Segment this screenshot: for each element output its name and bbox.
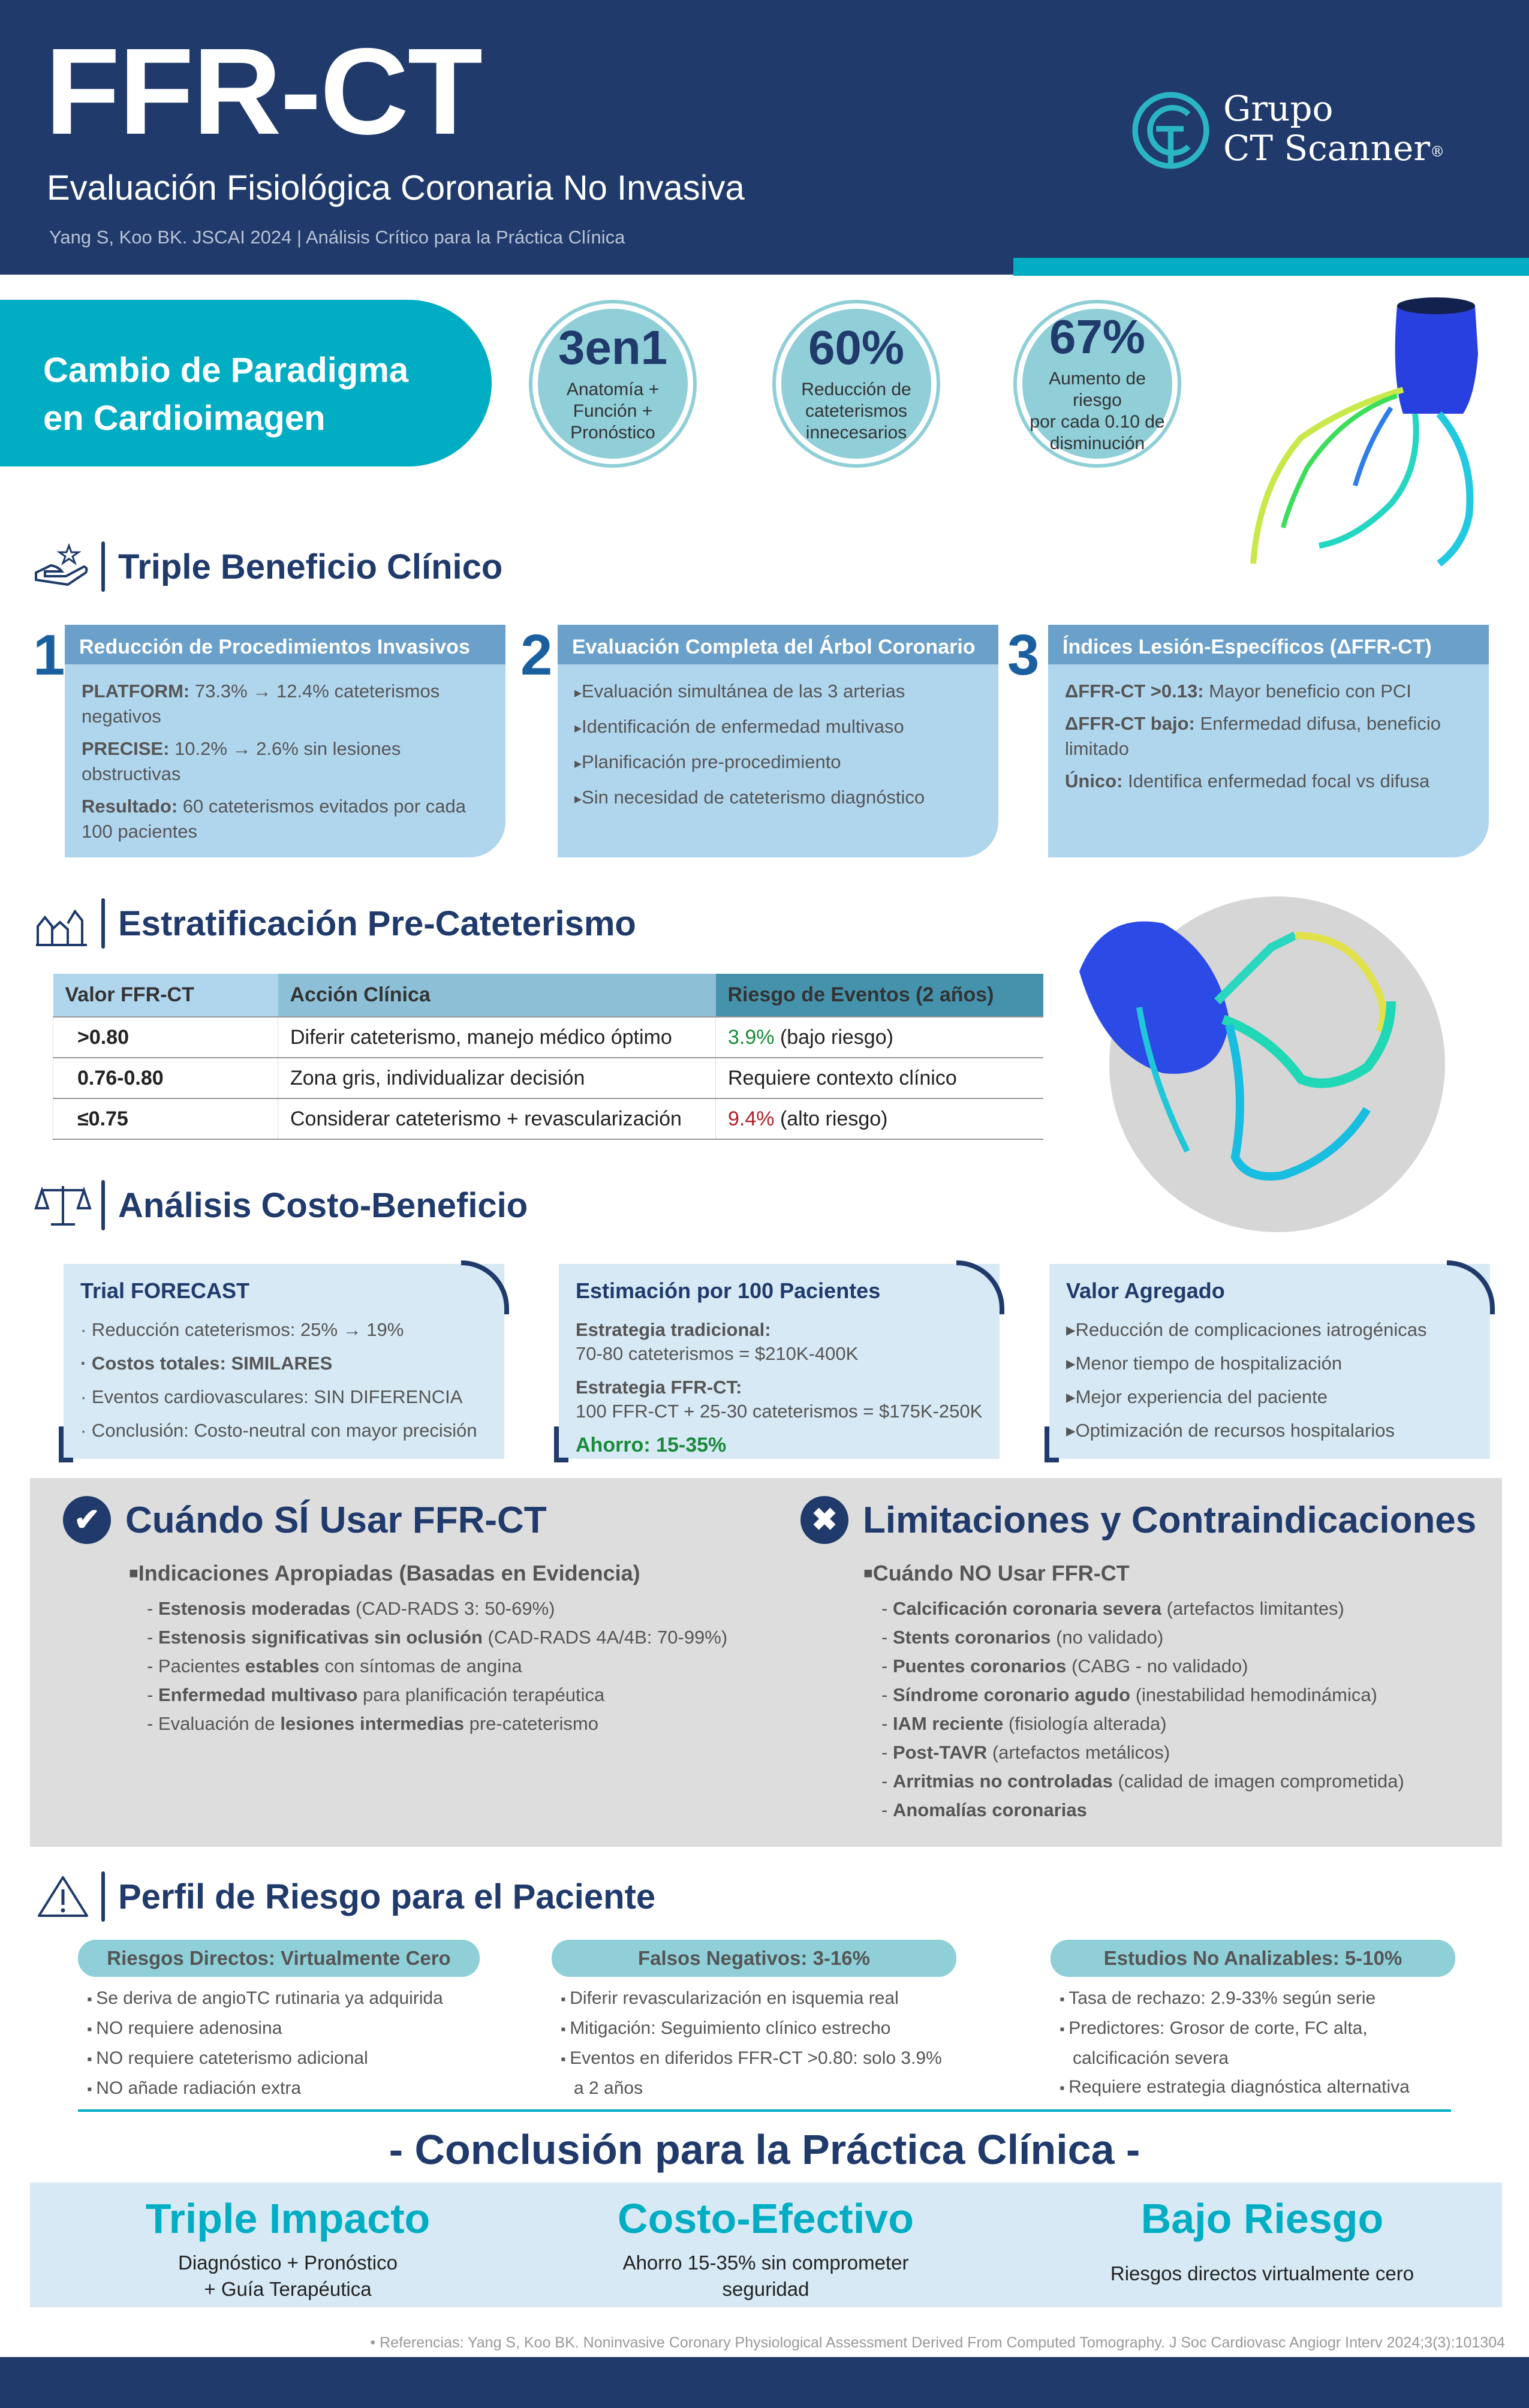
hand-star-icon — [35, 543, 88, 586]
conclusion-heading: - Conclusión para la Práctica Clínica - — [389, 2126, 1140, 2173]
benefit-number: 2 — [520, 623, 553, 687]
estimate-card: Estimación por 100 Pacientes Estrategia … — [554, 1260, 1004, 1462]
checkmark-icon: ✔ — [63, 1496, 111, 1544]
page-subtitle: Evaluación Fisiológica Coronaria No Inva… — [47, 168, 745, 207]
risk-column-direct: Riesgos Directos: Virtualmente Cero Se d… — [78, 1940, 480, 2104]
use-column: ✔Cuándo SÍ Usar FFR-CT Indicaciones Apro… — [63, 1496, 782, 1738]
value-card: Valor Agregado ▸Reducción de complicacio… — [1045, 1260, 1495, 1462]
references: • Referencias: Yang S, Koo BK. Noninvasi… — [370, 2334, 1505, 2351]
forecast-card: Trial FORECAST · Reducción cateterismos:… — [59, 1260, 509, 1462]
stat-3en1: 3en1 Anatomía +Función +Pronóstico — [529, 300, 697, 468]
divider — [78, 2109, 1451, 2112]
brand-name: Grupo CT Scanner® — [1223, 88, 1445, 168]
indications-panel — [30, 1478, 1502, 1847]
section-heading-stratification: Estratificación Pre-Cateterismo — [33, 896, 636, 950]
section-heading-cost: Análisis Costo-Beneficio — [33, 1178, 528, 1232]
warning-icon — [38, 1876, 88, 1917]
benefit-card-1: Reducción de Procedimientos Invasivos PL… — [65, 625, 505, 857]
risk-column-false-negatives: Falsos Negativos: 3-16% Diferir revascul… — [552, 1940, 956, 2103]
scale-balance-icon — [34, 1186, 92, 1226]
stratification-table: Valor FFR-CT Acción Clínica Riesgo de Ev… — [53, 974, 1043, 1140]
header-banner — [0, 0, 1529, 275]
section-heading-risk: Perfil de Riesgo para el Paciente — [33, 1870, 655, 1924]
x-mark-icon: ✖ — [800, 1496, 848, 1544]
risk-column-non-analyzable: Estudios No Analizables: 5-10% Tasa de r… — [1051, 1940, 1455, 2103]
benefit-number: 1 — [33, 623, 65, 687]
benefit-card-3: Índices Lesión-Específicos (ΔFFR-CT) ΔFF… — [1048, 625, 1489, 857]
ct-logo-icon — [1132, 92, 1209, 169]
heart-3d-illustration — [1079, 921, 1396, 1181]
header-citation: Yang S, Koo BK. JSCAI 2024 | Análisis Cr… — [49, 227, 625, 248]
page-title: FFR-CT — [45, 23, 483, 160]
accent-bar — [1013, 258, 1529, 276]
coronary-tree-illustration — [1250, 297, 1478, 567]
benefit-card-2: Evaluación Completa del Árbol Coronario … — [558, 625, 998, 857]
chart-bars-icon — [36, 909, 87, 946]
footer-bar — [0, 2357, 1529, 2408]
limits-column: ✖Limitaciones y Contraindicaciones Cuánd… — [800, 1496, 1502, 1825]
section-heading-benefits: Triple Beneficio Clínico — [33, 540, 502, 594]
benefit-number: 3 — [1007, 623, 1040, 687]
